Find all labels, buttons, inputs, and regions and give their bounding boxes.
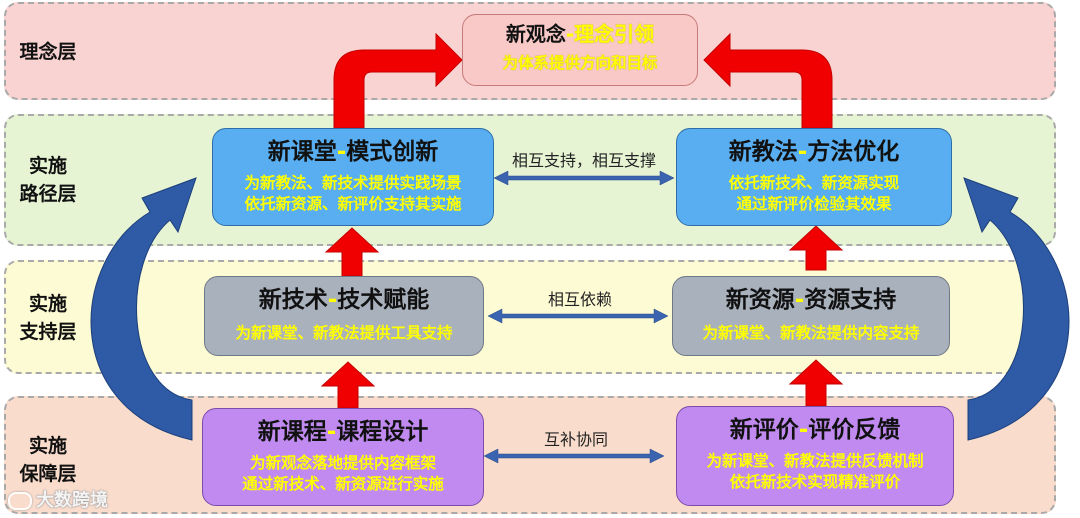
double-arrow-guarantee bbox=[483, 448, 665, 464]
box-classroom-desc-1: 为新教法、新技术提供实践场景 bbox=[244, 174, 462, 192]
box-concept: 新观念-理念引领 为体系提供方向和目标 bbox=[462, 14, 698, 86]
up-arrow-resource-to-teaching bbox=[788, 225, 844, 271]
layer-label-support: 实施 支持层 bbox=[8, 290, 88, 346]
box-resource: 新资源-资源支持 为新课堂、新教法提供内容支持 bbox=[672, 276, 950, 356]
watermark: 大数跨境 bbox=[8, 486, 108, 512]
box-classroom: 新课堂-模式创新 为新教法、新技术提供实践场景 依托新资源、新评价支持其实施 bbox=[212, 128, 494, 226]
box-technology-title: 新技术-技术赋能 bbox=[205, 285, 483, 315]
layer-label-guarantee: 实施 保障层 bbox=[8, 432, 88, 488]
curved-arrow-right bbox=[963, 177, 1070, 441]
relation-label-path: 相互支持，相互支撑 bbox=[511, 151, 656, 170]
box-evaluation-name: 新评价 bbox=[729, 417, 799, 443]
curved-arrow-teaching-to-concept bbox=[703, 32, 833, 129]
box-teaching: 新教法-方法优化 依托新技术、新资源实现 通过新评价检验其效果 bbox=[676, 128, 952, 226]
box-technology-name: 新技术 bbox=[258, 287, 328, 313]
box-resource-title: 新资源-资源支持 bbox=[673, 285, 949, 315]
box-teaching-title: 新教法-方法优化 bbox=[677, 137, 951, 167]
box-evaluation: 新评价-评价反馈 为新课堂、新教法提供反馈机制 依托新技术实现精准评价 bbox=[676, 406, 954, 506]
box-evaluation-title: 新评价-评价反馈 bbox=[677, 415, 953, 445]
layer-label-concept: 理念层 bbox=[19, 41, 77, 63]
box-classroom-desc-2: 依托新资源、新评价支持其实施 bbox=[244, 195, 462, 213]
box-curriculum-desc-1: 为新观念落地提供内容框架 bbox=[249, 454, 436, 472]
box-evaluation-desc-2: 依托新技术实现精准评价 bbox=[729, 473, 901, 491]
box-resource-sub: 资源支持 bbox=[804, 287, 897, 313]
box-concept-name: 新观念 bbox=[505, 22, 566, 46]
box-curriculum-name: 新课程 bbox=[257, 419, 327, 445]
box-evaluation-desc-1: 为新课堂、新教法提供反馈机制 bbox=[706, 452, 924, 470]
layer-label-support-line2: 支持层 bbox=[19, 321, 77, 343]
box-technology-desc-1: 为新课堂、新教法提供工具支持 bbox=[235, 324, 453, 342]
box-evaluation-sep: - bbox=[798, 417, 809, 443]
watermark-text: 大数跨境 bbox=[36, 490, 108, 511]
relation-label-support: 相互依赖 bbox=[547, 290, 612, 309]
layer-label-guarantee-line2: 保障层 bbox=[19, 463, 77, 485]
curved-arrow-left bbox=[90, 177, 197, 441]
box-classroom-name: 新课堂 bbox=[267, 139, 337, 165]
box-technology-sub: 技术赋能 bbox=[337, 287, 430, 313]
relation-label-guarantee: 互补协同 bbox=[543, 430, 608, 449]
box-curriculum-sub: 课程设计 bbox=[336, 419, 429, 445]
box-concept-sub: 理念引领 bbox=[574, 22, 655, 46]
box-curriculum-title: 新课程-课程设计 bbox=[203, 417, 483, 447]
double-arrow-path bbox=[493, 170, 675, 186]
box-teaching-desc-2: 通过新评价检验其效果 bbox=[736, 195, 892, 213]
box-curriculum-desc-2: 通过新技术、新资源进行实施 bbox=[242, 475, 444, 493]
up-arrow-curriculum-to-tech bbox=[320, 361, 376, 409]
layer-label-support-line1: 实施 bbox=[28, 293, 67, 315]
layer-label-path-line2: 路径层 bbox=[19, 183, 77, 205]
layer-label-path-line1: 实施 bbox=[28, 155, 67, 177]
layer-label-path: 实施 路径层 bbox=[8, 152, 88, 208]
box-teaching-desc-1: 依托新技术、新资源实现 bbox=[728, 174, 900, 192]
box-technology: 新技术-技术赋能 为新课堂、新教法提供工具支持 bbox=[204, 276, 484, 356]
box-teaching-name: 新教法 bbox=[728, 139, 798, 165]
box-concept-sep: - bbox=[565, 22, 575, 46]
box-resource-name: 新资源 bbox=[725, 287, 795, 313]
double-arrow-support bbox=[487, 308, 669, 324]
box-resource-desc-1: 为新课堂、新教法提供内容支持 bbox=[702, 324, 920, 342]
box-evaluation-sub: 评价反馈 bbox=[808, 417, 901, 443]
box-curriculum: 新课程-课程设计 为新观念落地提供内容框架 通过新技术、新资源进行实施 bbox=[202, 408, 484, 506]
box-technology-sep: - bbox=[327, 287, 338, 313]
box-resource-sep: - bbox=[794, 287, 805, 313]
layer-label-guarantee-line1: 实施 bbox=[28, 435, 67, 457]
box-concept-desc-1: 为体系提供方向和目标 bbox=[502, 54, 658, 72]
box-classroom-sep: - bbox=[336, 139, 347, 165]
box-teaching-sep: - bbox=[797, 139, 808, 165]
box-classroom-sub: 模式创新 bbox=[346, 139, 439, 165]
up-arrow-tech-to-classroom bbox=[324, 227, 380, 277]
box-teaching-sub: 方法优化 bbox=[807, 139, 900, 165]
curved-arrow-classroom-to-concept bbox=[333, 32, 463, 129]
watermark-icon bbox=[8, 492, 32, 510]
box-classroom-title: 新课堂-模式创新 bbox=[213, 137, 493, 167]
up-arrow-evaluation-to-resource bbox=[788, 359, 844, 407]
box-concept-title: 新观念-理念引领 bbox=[463, 21, 697, 47]
box-curriculum-sep: - bbox=[326, 419, 337, 445]
